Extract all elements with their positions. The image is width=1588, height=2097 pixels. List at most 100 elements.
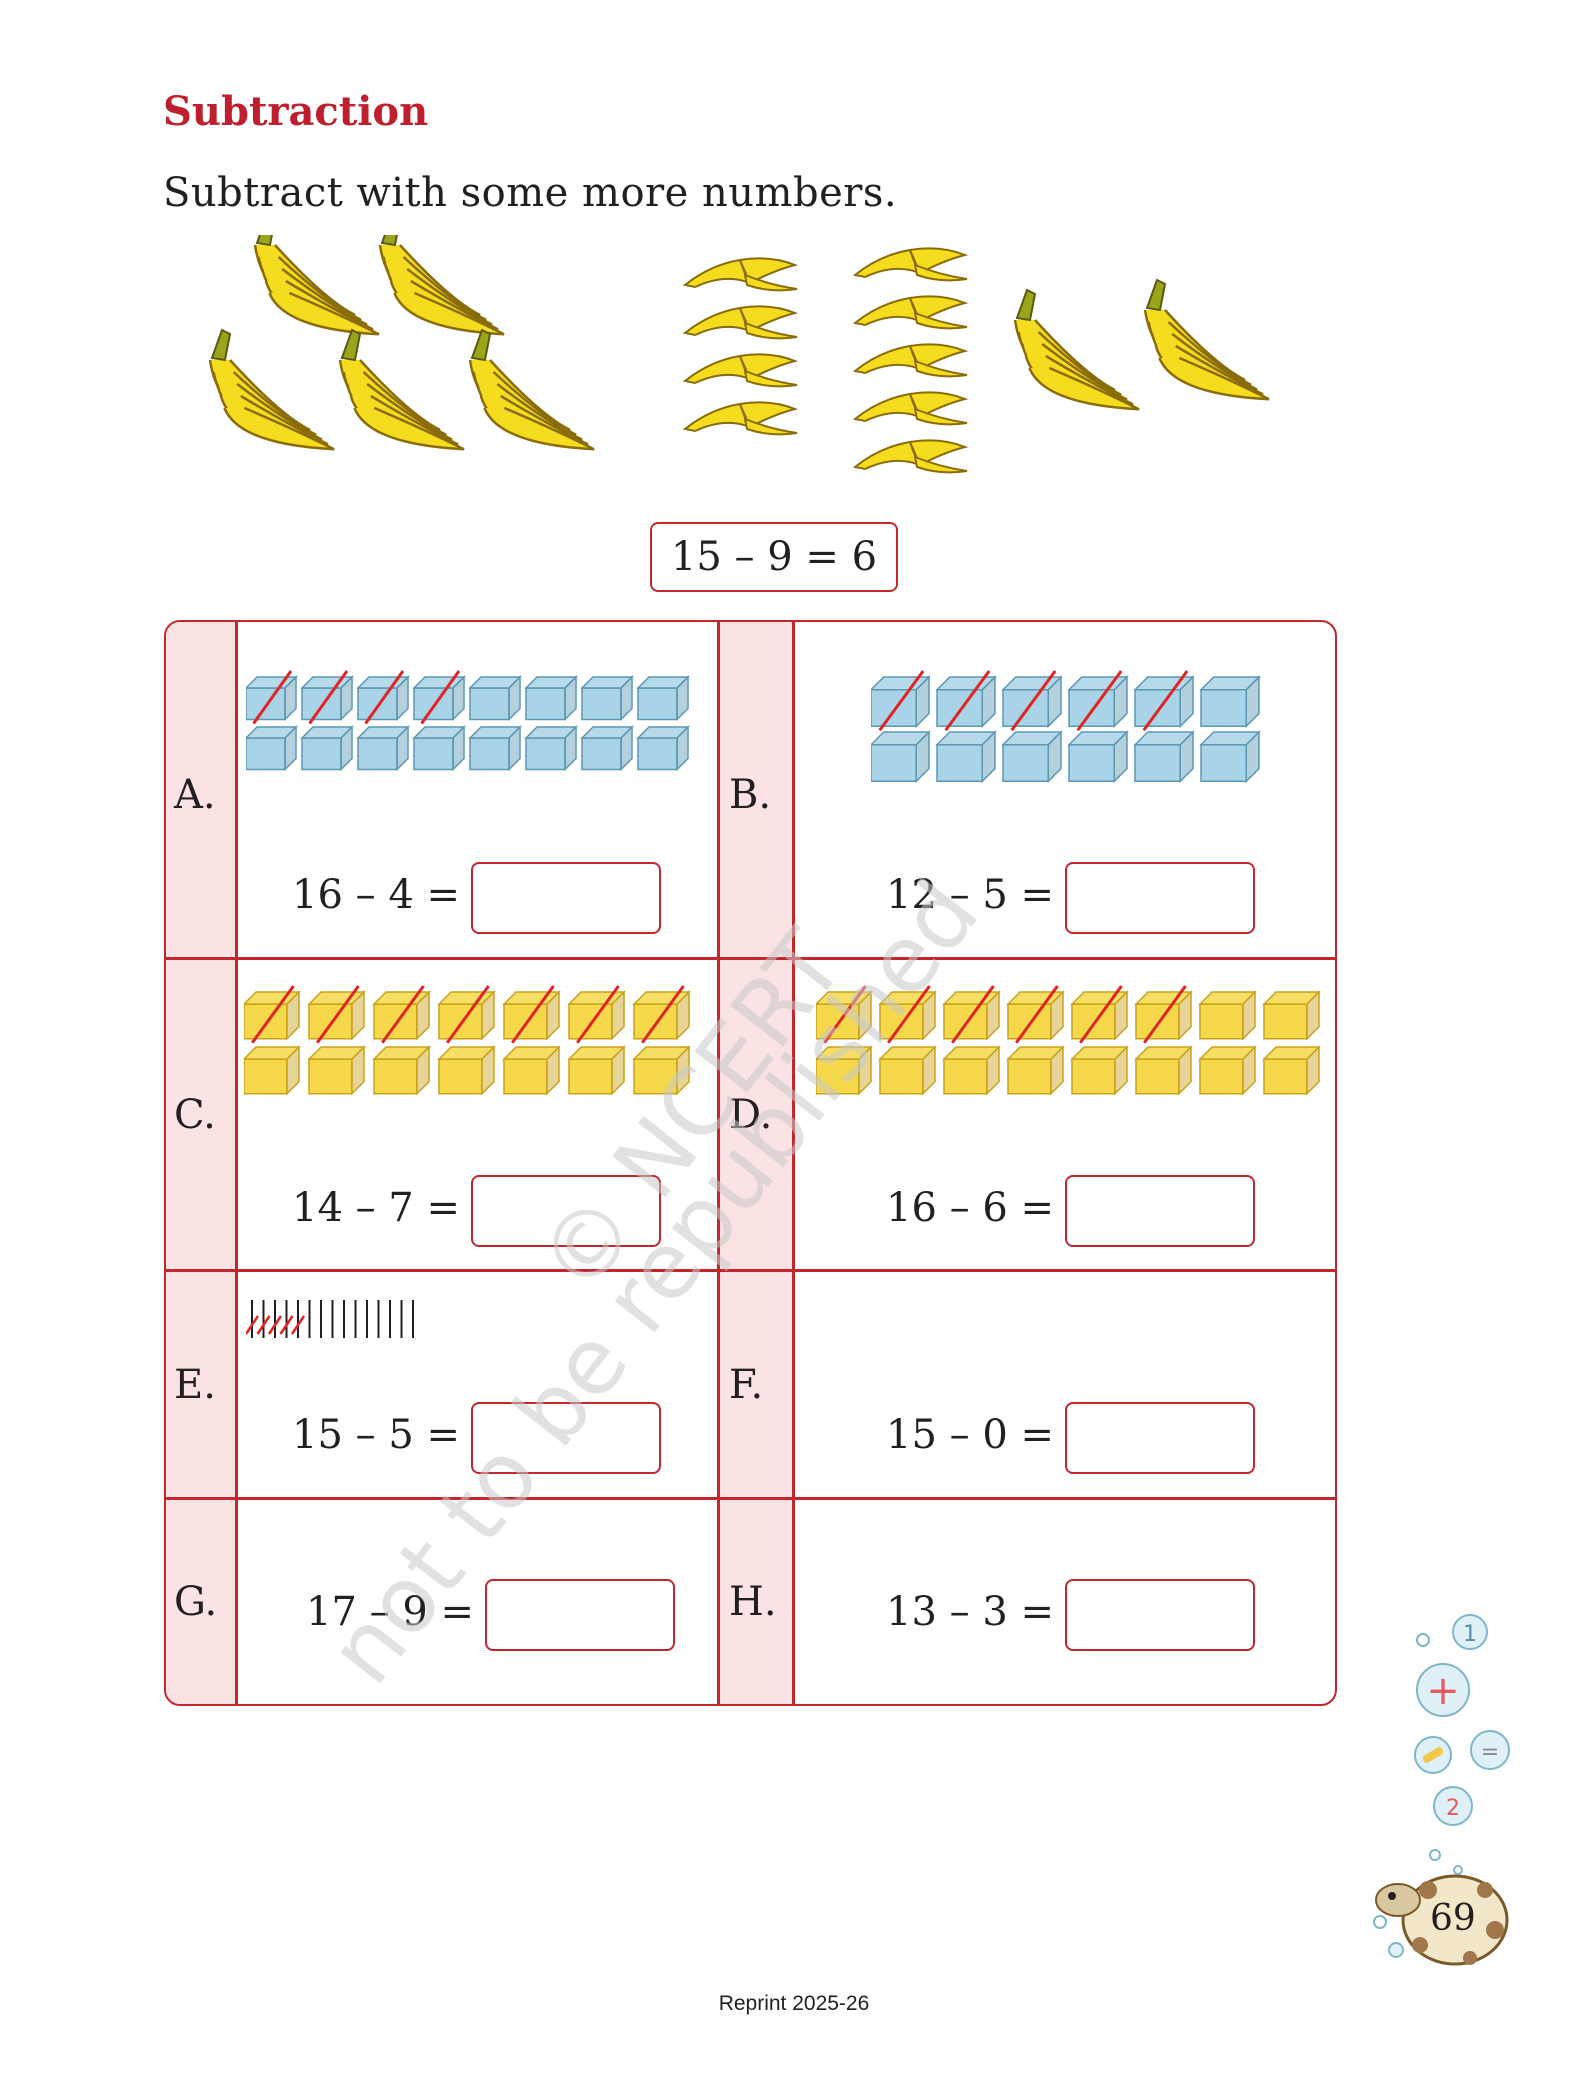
banana-bunch <box>253 235 380 336</box>
cube <box>1070 1045 1129 1096</box>
banana-bunch <box>378 235 505 336</box>
exercise-letter: E. <box>174 1362 216 1408</box>
grid-divider <box>166 957 1335 960</box>
strike-mark <box>823 985 867 1044</box>
banana-illustration <box>208 235 1270 474</box>
cube <box>300 670 354 725</box>
exercise-b-cubes <box>871 670 1261 784</box>
exercise-equation: 12 – 5 = <box>886 872 1055 918</box>
cube <box>1262 1045 1321 1096</box>
cube <box>632 1045 691 1096</box>
cube <box>307 985 366 1044</box>
strike-mark <box>1079 985 1123 1044</box>
banana-peel <box>682 401 799 436</box>
banana-bunch <box>468 328 595 451</box>
strike-mark <box>1010 670 1057 732</box>
banana-bunches-group <box>208 235 595 451</box>
svg-text:1: 1 <box>1463 1622 1477 1647</box>
cube <box>636 675 690 722</box>
instruction-text: Subtract with some more numbers. <box>163 170 898 216</box>
math-bubbles-decoration: 1 + = 2 <box>1373 1614 1510 1966</box>
strike-mark <box>576 985 620 1044</box>
cube <box>246 725 298 772</box>
cube <box>580 725 634 772</box>
cube <box>942 1045 1001 1096</box>
answer-box-e[interactable] <box>471 1402 661 1474</box>
exercise-c-cubes <box>244 985 691 1096</box>
exercise-d-cubes <box>816 985 1321 1096</box>
cube <box>935 730 997 784</box>
cube <box>1067 670 1129 732</box>
cube <box>412 725 466 772</box>
cube <box>567 1045 626 1096</box>
cube <box>871 730 931 784</box>
cube <box>468 675 522 722</box>
grid-divider <box>717 622 720 1704</box>
exercise-letter: F. <box>729 1362 764 1408</box>
answer-box-c[interactable] <box>471 1175 661 1247</box>
reprint-notice: Reprint 2025-26 <box>718 1992 870 2015</box>
cube <box>1006 1045 1065 1096</box>
example-equation-box: 15 – 9 = 6 <box>650 522 898 592</box>
cube <box>636 725 690 772</box>
strike-mark <box>316 985 360 1044</box>
exercise-letter: B. <box>729 772 772 818</box>
svg-text:2: 2 <box>1446 1796 1460 1821</box>
cube <box>300 725 354 772</box>
strike-mark <box>256 1315 271 1335</box>
exercise-grid: A. 16 – 4 = B. 12 – 5 = C. 14 – 7 = D. 1… <box>164 620 1337 1706</box>
cube <box>1198 1045 1257 1096</box>
cube <box>942 985 1001 1044</box>
answer-box-a[interactable] <box>471 862 661 934</box>
banana-peel <box>852 391 969 426</box>
strike-mark <box>1076 670 1123 732</box>
cube <box>356 670 410 725</box>
answer-box-d[interactable] <box>1065 1175 1255 1247</box>
cube <box>246 670 298 725</box>
banana-peel <box>852 247 969 282</box>
strike-mark <box>252 670 293 725</box>
exercise-equation: 16 – 4 = <box>292 872 461 918</box>
cube <box>412 670 466 725</box>
exercise-equation: 15 – 0 = <box>886 1412 1055 1458</box>
strike-mark <box>267 1315 283 1335</box>
cube <box>307 1045 366 1096</box>
cube <box>356 725 410 772</box>
exercise-letter: H. <box>729 1579 777 1625</box>
exercise-equation: 13 – 3 = <box>886 1589 1055 1635</box>
banana-peels-group <box>682 247 969 474</box>
cube <box>878 985 937 1044</box>
cube <box>1006 985 1065 1044</box>
cube <box>1199 675 1261 729</box>
cube <box>502 1045 561 1096</box>
cube <box>878 1045 937 1096</box>
cube <box>935 670 997 732</box>
answer-box-b[interactable] <box>1065 862 1255 934</box>
cube <box>632 985 691 1044</box>
exercise-letter: D. <box>729 1092 773 1138</box>
cube <box>524 725 578 772</box>
exercise-letter: G. <box>174 1579 218 1625</box>
grid-divider <box>235 622 238 1704</box>
exercise-equation: 14 – 7 = <box>292 1185 461 1231</box>
cube <box>1198 990 1257 1041</box>
example-equation: 15 – 9 = 6 <box>670 534 878 580</box>
banana-peel <box>852 439 969 474</box>
exercise-letter: A. <box>174 772 216 818</box>
cube <box>468 725 522 772</box>
answer-box-f[interactable] <box>1065 1402 1255 1474</box>
strike-mark <box>1142 670 1189 732</box>
cube <box>567 985 626 1044</box>
cube <box>437 985 496 1044</box>
strike-mark <box>308 670 349 725</box>
cube <box>816 1045 873 1096</box>
cube <box>244 985 301 1044</box>
cube <box>1134 985 1193 1044</box>
banana-peel <box>682 305 799 340</box>
strike-mark <box>364 670 405 725</box>
cube <box>871 670 931 732</box>
exercise-e-tally <box>246 1300 414 1338</box>
answer-box-h[interactable] <box>1065 1579 1255 1651</box>
exercise-equation: 16 – 6 = <box>886 1185 1055 1231</box>
answer-box-g[interactable] <box>485 1579 675 1651</box>
